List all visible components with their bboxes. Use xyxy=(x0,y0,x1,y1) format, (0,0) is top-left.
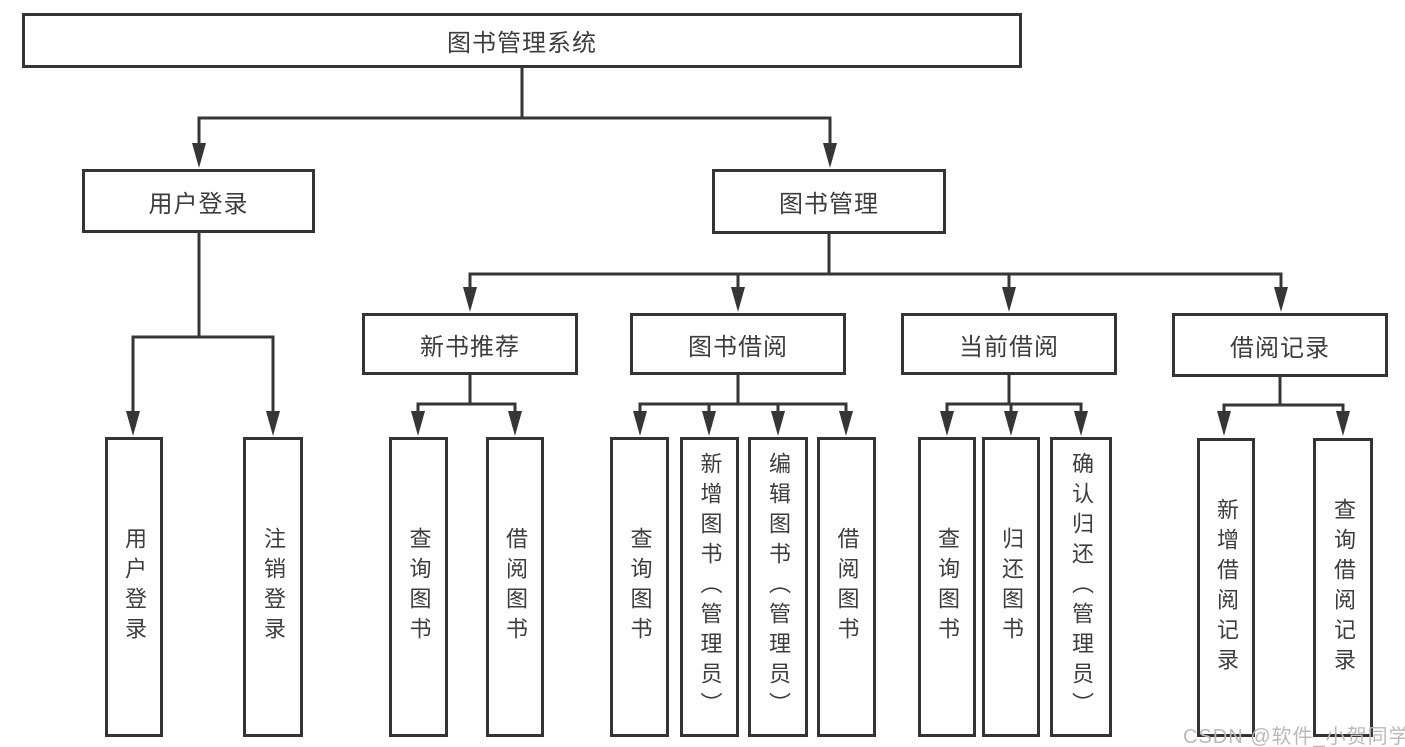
leaf-query-borrow-record: 查询借阅记录 xyxy=(1313,438,1373,737)
leaf-add-books-admin: 新增图书（管理员） xyxy=(680,437,739,737)
node-current-borrow: 当前借阅 xyxy=(901,313,1117,375)
leaf-recommend-borrow-books: 借阅图书 xyxy=(486,437,544,737)
node-root: 图书管理系统 xyxy=(22,13,1022,68)
node-book-borrow: 图书借阅 xyxy=(630,313,846,375)
csdn-watermark: CSDN @软件_小贺同学 xyxy=(1183,726,1405,747)
leaf-add-borrow-record: 新增借阅记录 xyxy=(1197,438,1255,737)
node-borrow-records: 借阅记录 xyxy=(1172,313,1388,377)
leaf-borrow-books: 借阅图书 xyxy=(817,437,876,737)
node-user-login: 用户登录 xyxy=(82,169,315,233)
leaf-current-query-books: 查询图书 xyxy=(918,437,976,737)
leaf-user-login: 用户登录 xyxy=(105,437,163,737)
leaf-return-books: 归还图书 xyxy=(982,437,1040,737)
node-new-book-recommend: 新书推荐 xyxy=(362,313,578,375)
leaf-confirm-return-admin: 确认归还（管理员） xyxy=(1050,437,1112,737)
leaf-borrow-query-books: 查询图书 xyxy=(610,437,669,737)
leaf-edit-books-admin: 编辑图书（管理员） xyxy=(748,437,808,737)
leaf-logout: 注销登录 xyxy=(243,437,303,737)
node-book-management: 图书管理 xyxy=(712,169,946,234)
leaf-recommend-query-books: 查询图书 xyxy=(389,437,448,737)
